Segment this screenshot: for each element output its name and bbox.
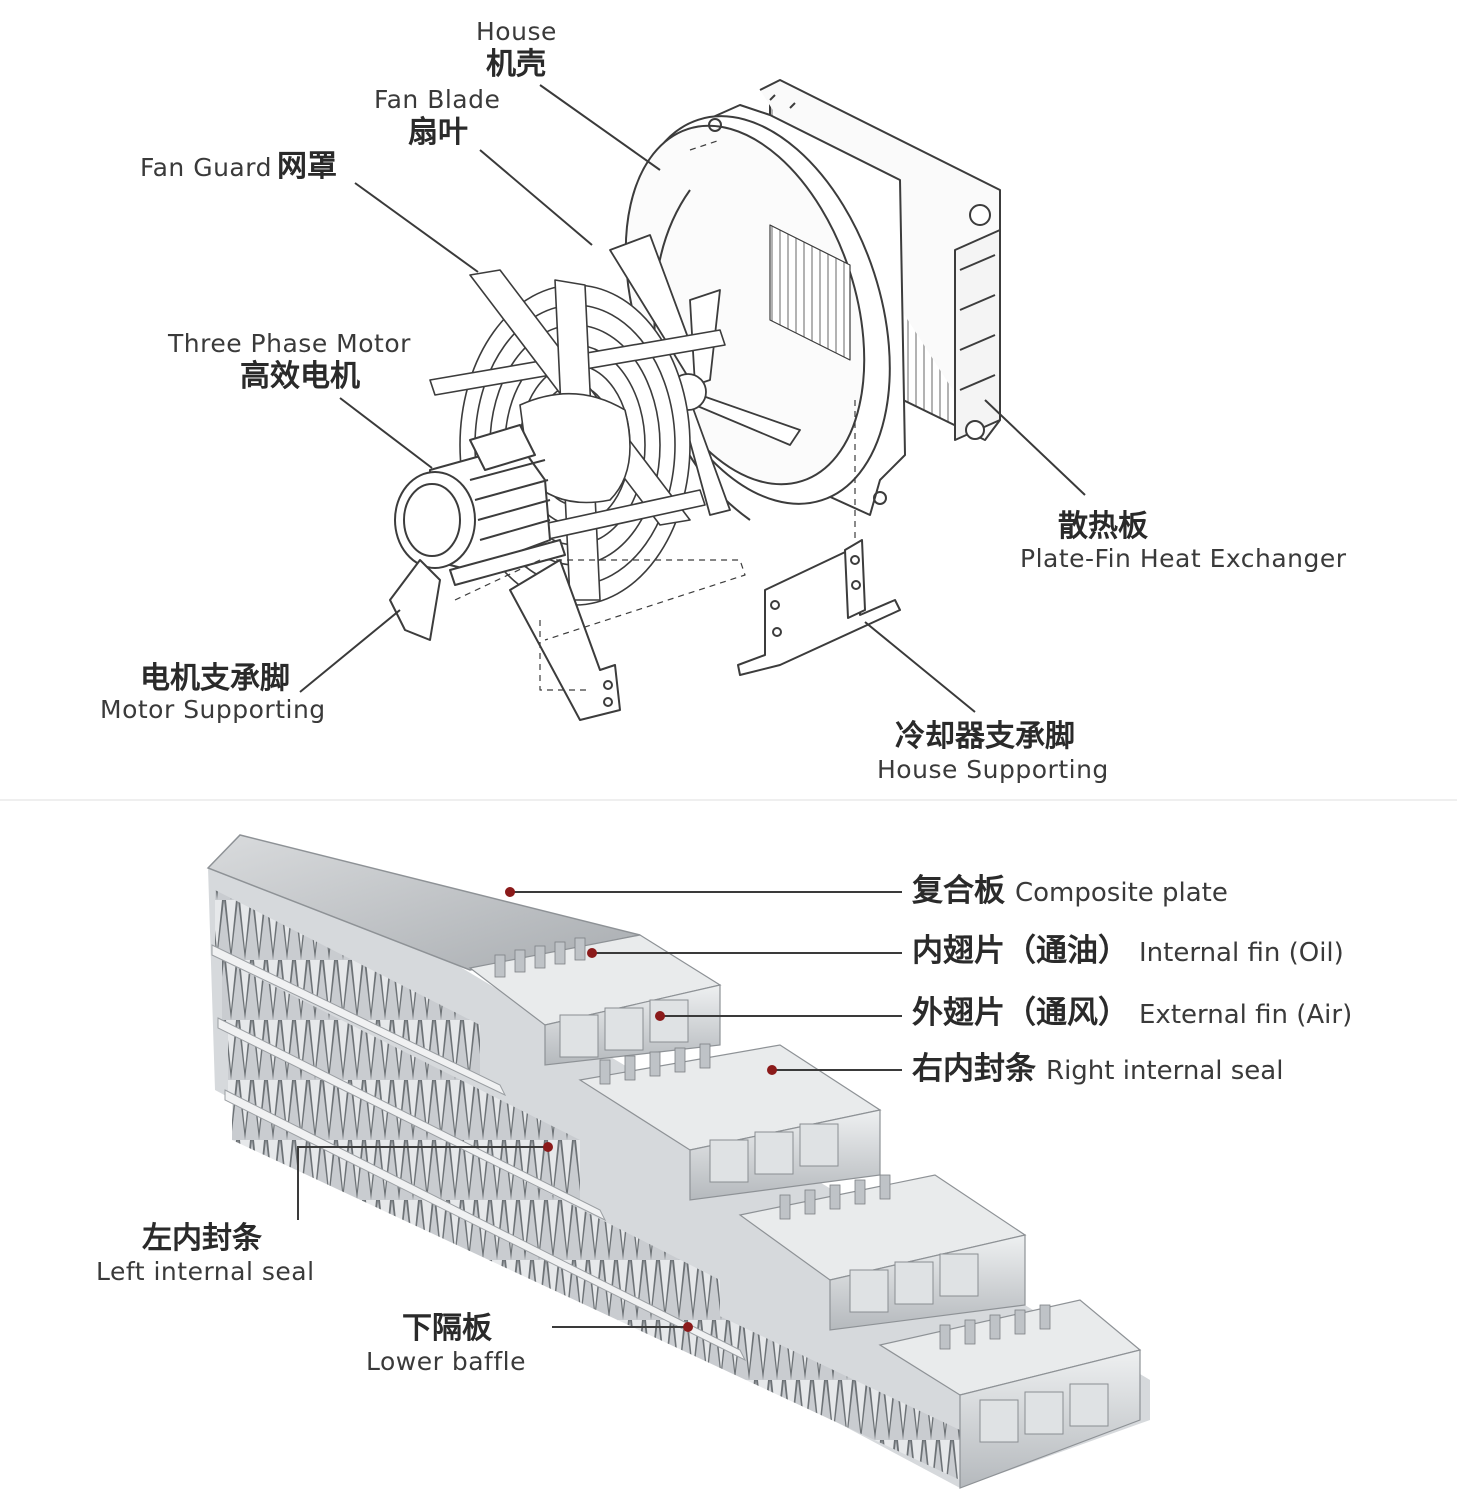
motor-support-label-en: Motor Supporting [100,695,326,724]
motor-supporting-drawing [389,559,621,721]
fan-guard-label-cn: 网罩 [277,149,338,184]
motor-label-en: Three Phase Motor [168,329,411,358]
top-leader-lines [299,84,1086,713]
bottom-leader-lines [297,891,902,1328]
motor-label-cn: 高效电机 [240,359,360,394]
composite-plate-label-en: Composite plate [1015,878,1228,908]
external-fin-label-en: External fin (Air) [1139,1000,1353,1030]
fan-cooler-drawing [389,79,1001,721]
fan-guard-label: Fan Guard 网罩 [140,150,337,183]
right-seal-label-en: Right internal seal [1046,1056,1284,1086]
house-support-label-cn: 冷却器支承脚 [895,719,1075,754]
house-supporting-drawing [737,400,901,676]
composite-plate-label-cn: 复合板 [912,873,1005,909]
callout-dots [505,887,777,1332]
fan-guard-label-en: Fan Guard [140,153,272,182]
fan-blade-label-en: Fan Blade [374,85,501,114]
right-seal-label: 右内封条 Right internal seal [912,1052,1283,1086]
internal-fin-label-cn: 内翅片（通油） [912,933,1129,969]
house-label-cn: 机壳 [486,47,546,82]
internal-fin-label: 内翅片（通油） Internal fin (Oil) [912,934,1344,968]
house-label-en: House [476,17,557,46]
house-support-label-en: House Supporting [877,755,1109,784]
left-seal-label-en: Left internal seal [96,1257,315,1286]
lower-baffle-label-cn: 下隔板 [402,1311,492,1346]
external-fin-label-cn: 外翅片（通风） [912,995,1129,1031]
internal-fin-label-en: Internal fin (Oil) [1139,938,1344,968]
right-seal-label-cn: 右内封条 [912,1051,1036,1087]
assembly-dashed-lines [454,139,746,641]
lower-baffle-label-en: Lower baffle [366,1347,526,1376]
fan-blade-label-cn: 扇叶 [408,115,468,150]
plate-fin-cutaway [206,834,1150,1489]
heat-exchanger-label-cn: 散热板 [1058,509,1148,544]
heat-exchanger-label-en: Plate-Fin Heat Exchanger [1020,544,1347,573]
three-phase-motor-drawing [394,424,566,586]
motor-support-label-cn: 电机支承脚 [140,661,290,696]
external-fin-label: 外翅片（通风） External fin (Air) [912,996,1352,1030]
composite-plate-label: 复合板 Composite plate [912,874,1228,908]
left-seal-label-cn: 左内封条 [142,1221,262,1256]
